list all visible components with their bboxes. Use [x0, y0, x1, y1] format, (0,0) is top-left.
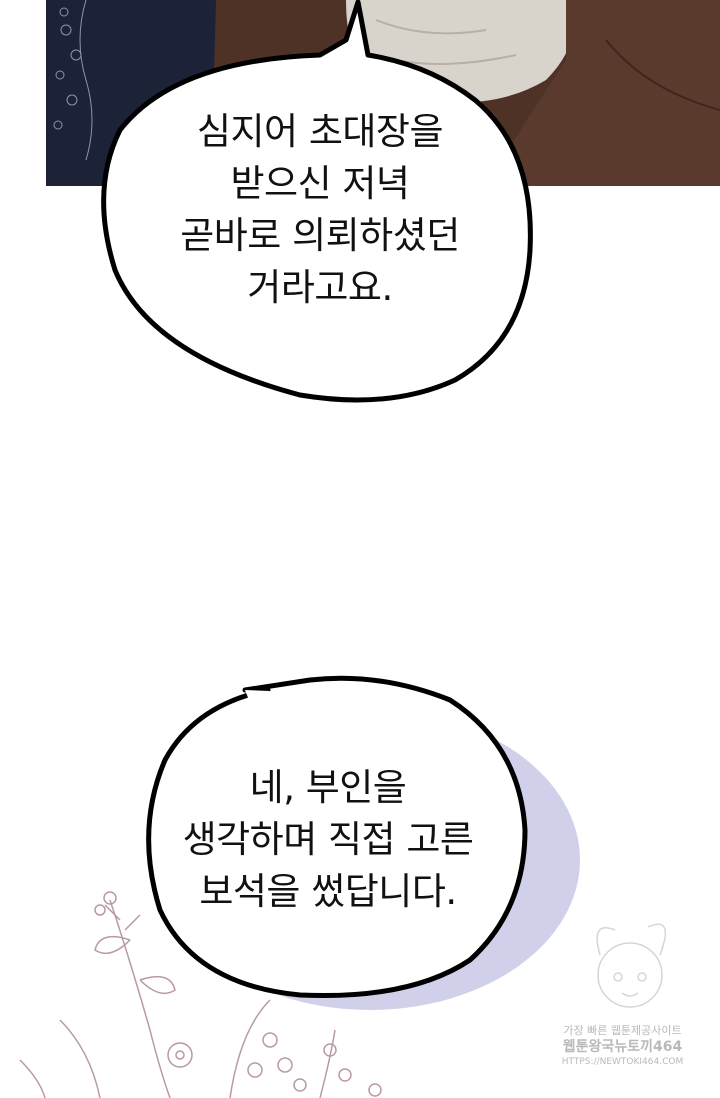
watermark-line-2: 웹툰왕국뉴토끼464 [562, 1039, 683, 1055]
mascot-watermark-art [596, 923, 667, 1008]
watermark-line-1: 가장 빠른 웹툰제공사이트 [563, 1024, 682, 1037]
speech-bubble-1 [101, 0, 533, 403]
flower-decoration [19, 891, 382, 1098]
speech-bubble-2 [146, 675, 528, 999]
site-watermark: 가장 빠른 웹툰제공사이트 웹툰왕국뉴토끼464 HTTPS://NEWTOKI… [550, 1024, 695, 1068]
speech-bubble-2-text: 네, 부인을 생각하며 직접 고른 보석을 썼답니다. [182, 766, 474, 913]
speech-bubble-1-text: 심지어 초대장을 받으신 저녁 곧바로 의뢰하셨던 거라고요. [180, 110, 460, 309]
watermark-line-3: HTTPS://NEWTOKI464.COM [561, 1057, 684, 1067]
